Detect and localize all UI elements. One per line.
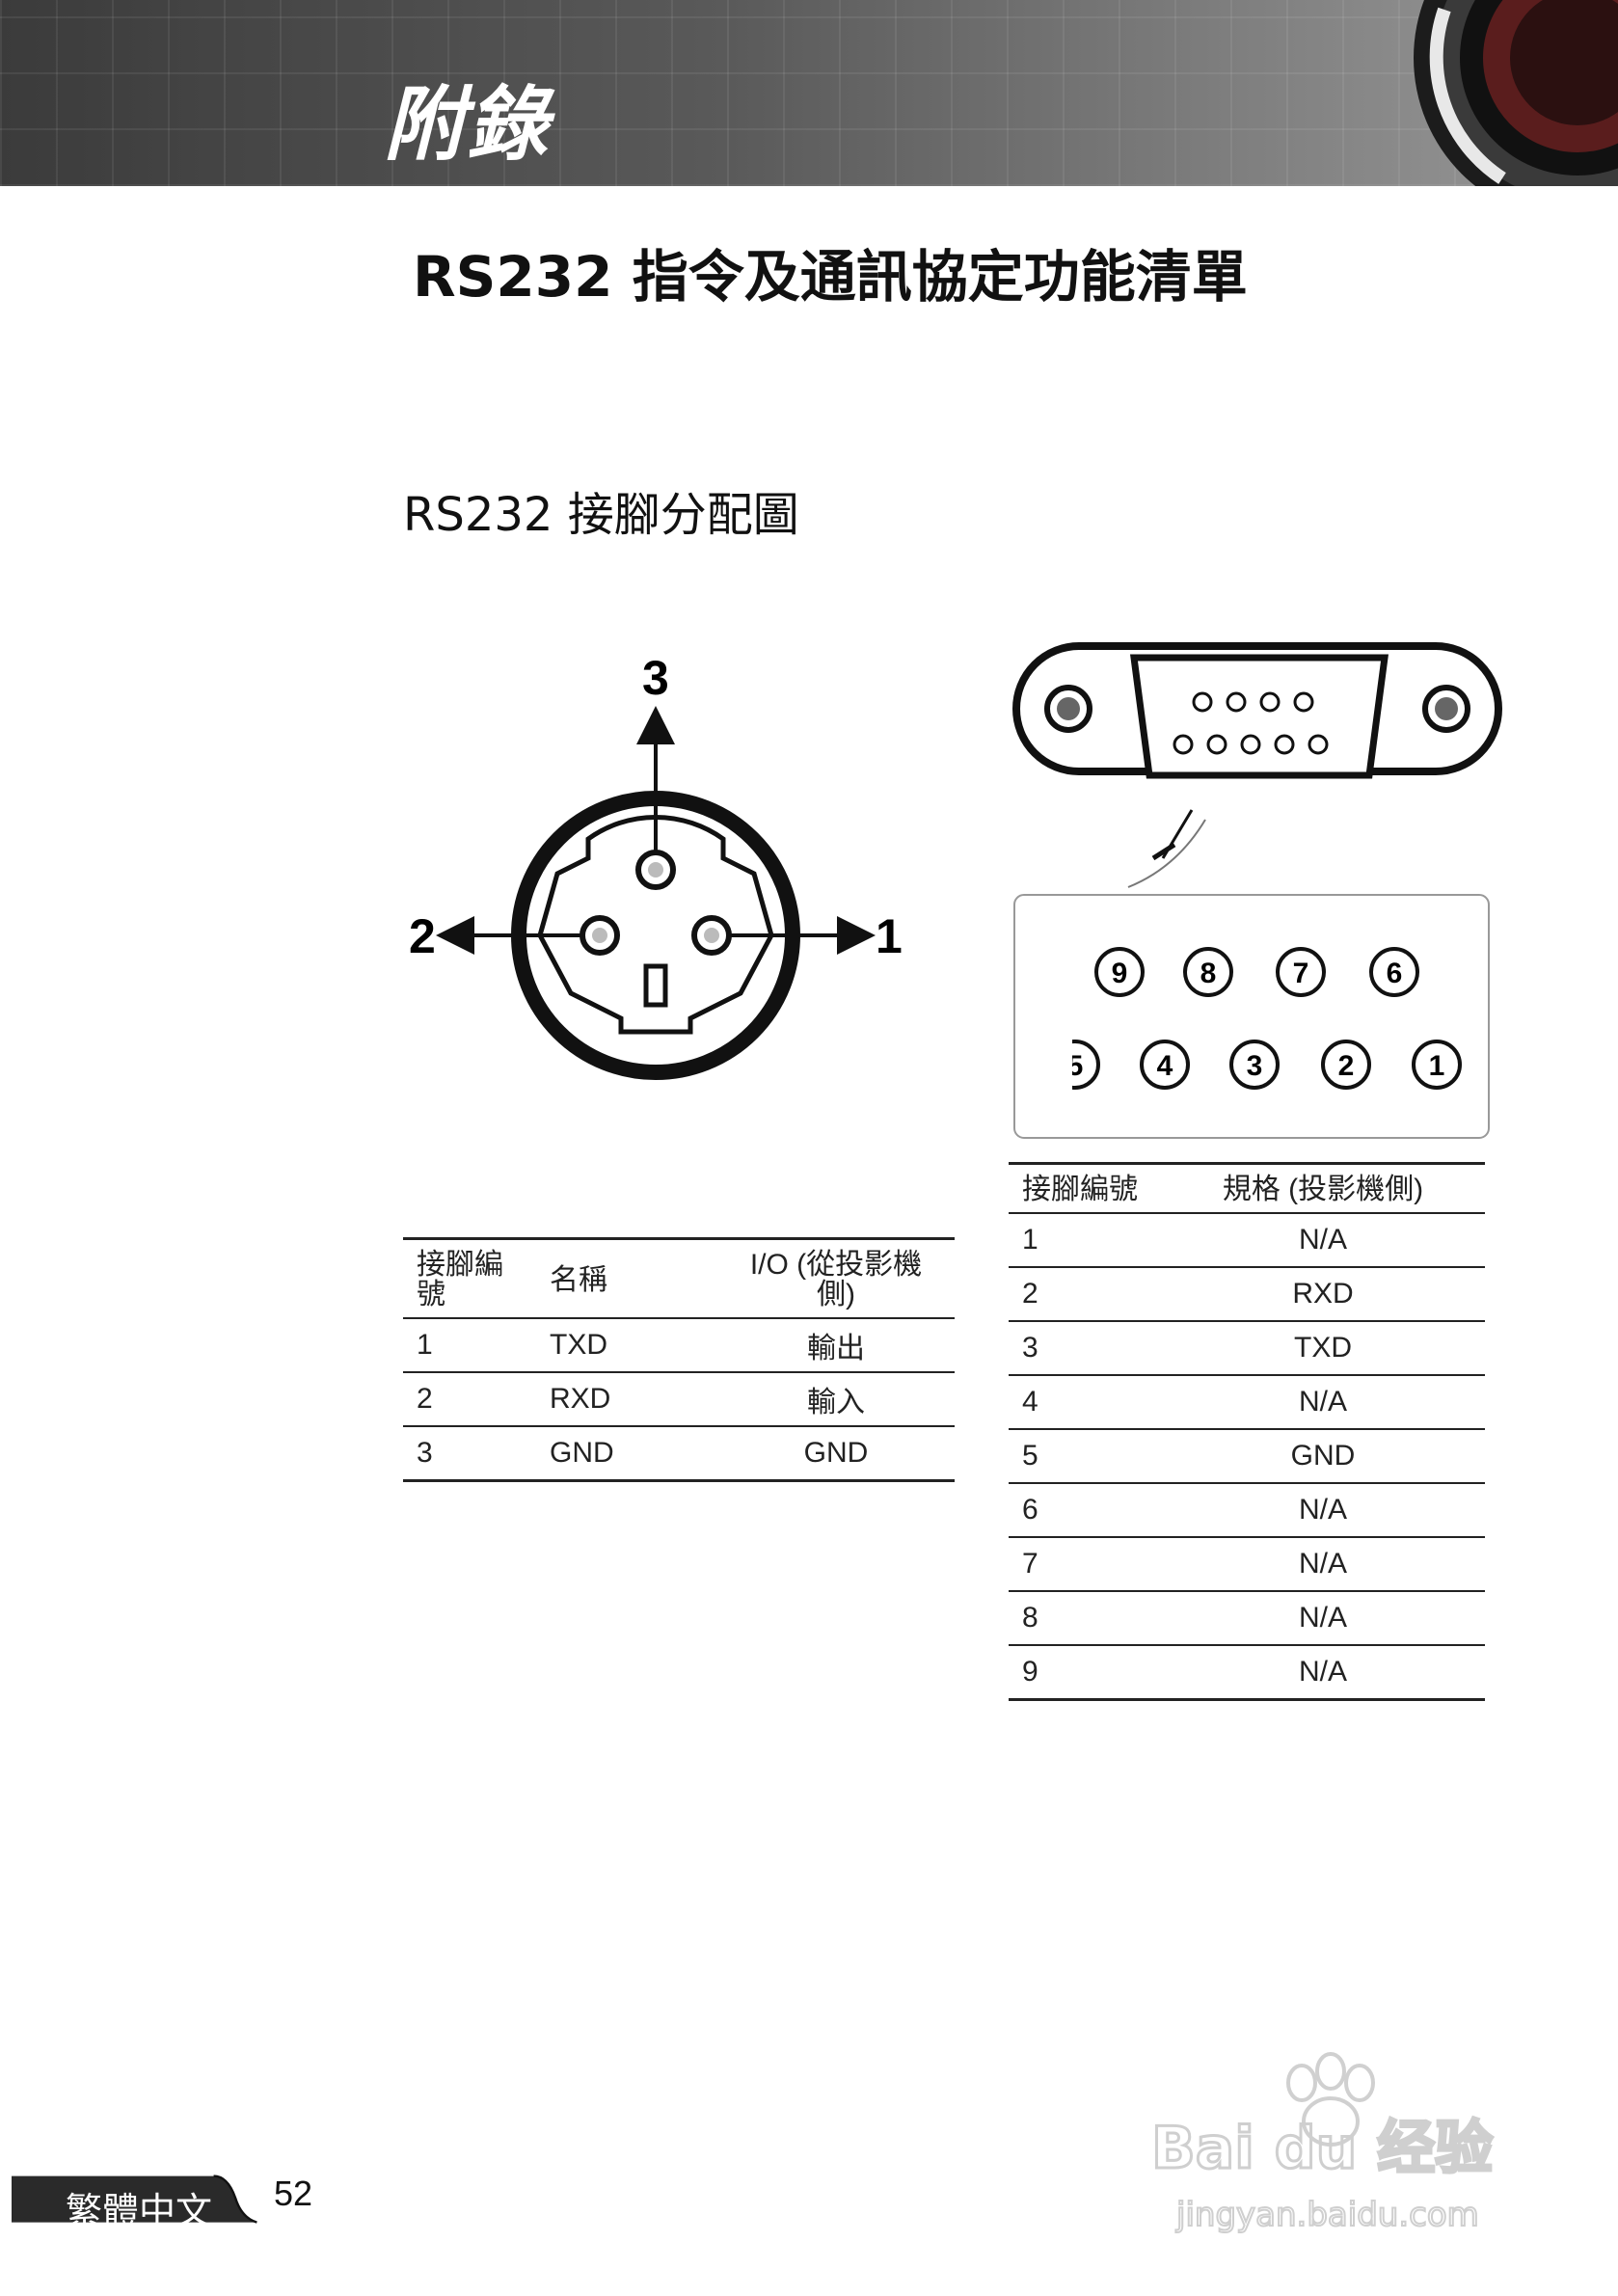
header-band: 附錄 bbox=[0, 0, 1618, 186]
cell-spec: N/A bbox=[1161, 1644, 1485, 1701]
dsub-pin-number: 9 bbox=[1112, 958, 1128, 989]
header-pin-number: 接腳編號 bbox=[417, 1249, 503, 1310]
cell-io: 輸入 bbox=[717, 1371, 955, 1426]
table-row: 3 GND GND bbox=[403, 1425, 955, 1482]
mini-din-connector-diagram: 3 2 1 bbox=[409, 651, 903, 1080]
dsub-pin-number: 7 bbox=[1293, 958, 1309, 989]
cell-pin: 9 bbox=[1009, 1644, 1161, 1701]
cell-spec: N/A bbox=[1161, 1482, 1485, 1537]
cell-spec: N/A bbox=[1161, 1212, 1485, 1267]
cell-pin: 4 bbox=[1009, 1374, 1161, 1429]
cell-pin: 2 bbox=[1009, 1266, 1161, 1321]
table-row: 2 RXD 輸入 bbox=[403, 1371, 955, 1426]
dsub-pin-number: 5 bbox=[1072, 1050, 1083, 1082]
mini-din-pin-table: 接腳編號 名稱 I/O (從投影機側) 1 TXD 輸出 2 RXD 輸入 3 … bbox=[403, 1237, 955, 1482]
cell-pin: 8 bbox=[1009, 1590, 1161, 1645]
cell-pin: 3 bbox=[403, 1425, 536, 1482]
table-header-row: 接腳編號 規格 (投影機側) bbox=[1009, 1163, 1485, 1214]
cell-spec: RXD bbox=[1161, 1266, 1485, 1321]
language-label: 繁體中文 bbox=[66, 2190, 213, 2232]
header-spec: 規格 (投影機側) bbox=[1222, 1174, 1424, 1205]
cell-io: 輸出 bbox=[717, 1317, 955, 1372]
table-header-row: 接腳編號 名稱 I/O (從投影機側) bbox=[403, 1238, 955, 1319]
watermark-url: jingyan.baidu.com bbox=[1175, 2196, 1479, 2234]
projector-lens-icon bbox=[1414, 0, 1618, 186]
mini-din-pin-label: 1 bbox=[876, 909, 903, 963]
mini-din-pin-label: 2 bbox=[409, 909, 436, 963]
cell-spec: N/A bbox=[1161, 1374, 1485, 1429]
cell-pin: 1 bbox=[403, 1317, 536, 1372]
cell-pin: 7 bbox=[1009, 1536, 1161, 1591]
dsub-pin-number-grid: 9 8 7 6 5 4 3 2 1 bbox=[1072, 947, 1462, 1090]
mini-din-pin-label: 3 bbox=[642, 651, 669, 705]
cell-spec: N/A bbox=[1161, 1536, 1485, 1591]
cell-io: GND bbox=[717, 1425, 955, 1482]
watermark-brand: Bai du 经验 bbox=[1151, 2115, 1493, 2182]
cell-name: TXD bbox=[536, 1317, 717, 1372]
cell-pin: 2 bbox=[403, 1371, 536, 1426]
baidu-watermark: Bai du 经验 jingyan.baidu.com bbox=[1150, 2052, 1495, 2235]
dsub-pin-number: 2 bbox=[1338, 1050, 1355, 1082]
dsub-pin-number: 8 bbox=[1200, 958, 1217, 989]
page-heading: RS232 指令及通訊協定功能清單 bbox=[413, 244, 1248, 310]
language-tab bbox=[12, 2174, 257, 2224]
appendix-title: 附錄 bbox=[384, 77, 551, 172]
dsub-pin-number: 4 bbox=[1157, 1050, 1173, 1082]
cell-name: GND bbox=[536, 1425, 717, 1482]
header-io: I/O (從投影機側) bbox=[749, 1249, 923, 1310]
cell-name: RXD bbox=[536, 1371, 717, 1426]
cell-pin: 1 bbox=[1009, 1212, 1161, 1267]
header-pin-number: 接腳編號 bbox=[1022, 1174, 1138, 1205]
page-number: 52 bbox=[274, 2174, 313, 2213]
cell-pin: 3 bbox=[1009, 1320, 1161, 1375]
cell-spec: GND bbox=[1161, 1428, 1485, 1483]
cell-spec: N/A bbox=[1161, 1590, 1485, 1645]
section-heading: RS232 接腳分配圖 bbox=[403, 488, 799, 542]
cell-pin: 6 bbox=[1009, 1482, 1161, 1537]
header-name: 名稱 bbox=[550, 1263, 607, 1296]
table-row: 1 TXD 輸出 bbox=[403, 1317, 955, 1372]
dsub-pin-number: 1 bbox=[1429, 1050, 1445, 1082]
cell-spec: TXD bbox=[1161, 1320, 1485, 1375]
cell-pin: 5 bbox=[1009, 1428, 1161, 1483]
dsub-pin-number: 6 bbox=[1387, 958, 1403, 989]
dsub-pin-number: 3 bbox=[1247, 1050, 1263, 1082]
